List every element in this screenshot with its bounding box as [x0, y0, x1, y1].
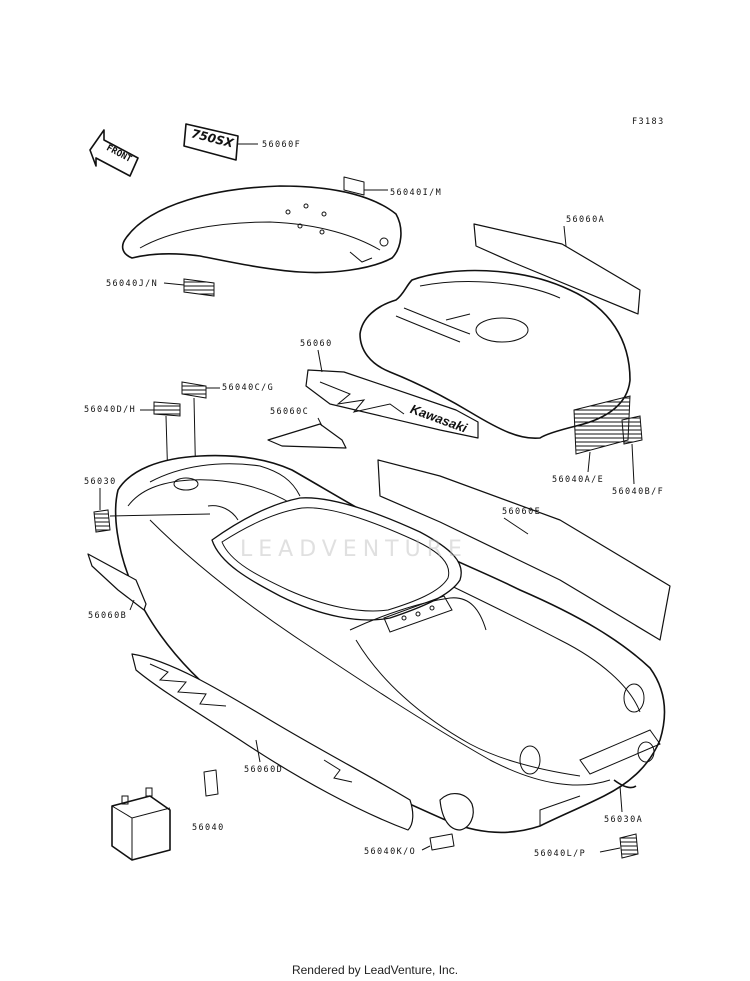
label-56060e: 56060E — [502, 507, 541, 517]
label-sticker-56040jn — [183, 278, 215, 297]
main-hull — [114, 454, 666, 834]
label-sticker-56030 — [93, 509, 111, 533]
label-56060c: 56060C — [270, 407, 309, 417]
decal-56060e — [377, 459, 671, 641]
engine-hood — [121, 185, 402, 274]
decal-56060c — [267, 423, 347, 449]
figure-code: F3183 — [632, 117, 665, 127]
label-56040dh: 56040D/H — [84, 405, 136, 415]
decal-56060d — [131, 653, 414, 831]
front-arrow-icon: FRONT — [89, 129, 139, 177]
part-56030a — [613, 779, 637, 789]
battery-icon — [111, 787, 171, 861]
label-56040lp: 56040L/P — [534, 849, 586, 859]
footer-credit: Rendered by LeadVenture, Inc. — [291, 963, 459, 977]
label-sticker-56040 — [203, 769, 219, 797]
label-56040jn: 56040J/N — [106, 279, 158, 289]
label-56040ko: 56040K/O — [364, 847, 416, 857]
label-56030: 56030 — [84, 477, 117, 487]
label-56040bf: 56040B/F — [612, 487, 664, 497]
label-sticker-56040ko — [429, 793, 474, 851]
decal-56060f: 750SX — [183, 123, 239, 161]
label-56040: 56040 — [192, 823, 225, 833]
label-56060d: 56060D — [244, 765, 283, 775]
label-sticker-56040cg — [181, 381, 207, 399]
label-56040ae: 56040A/E — [552, 475, 604, 485]
label-56030a: 56030A — [604, 815, 643, 825]
label-56040cg: 56040C/G — [222, 383, 274, 393]
label-56040im: 56040I/M — [390, 188, 442, 198]
decal-56060b — [87, 553, 147, 611]
label-56060a: 56060A — [566, 215, 605, 225]
label-56060b: 56060B — [88, 611, 127, 621]
label-56060: 56060 — [300, 339, 333, 349]
label-56060f: 56060F — [262, 140, 301, 150]
engine-cover — [359, 269, 631, 440]
label-sticker-56040bf — [621, 415, 643, 445]
watermark: LEADVENTURE — [240, 537, 468, 562]
decal-56060a — [473, 223, 641, 315]
label-sticker-56040dh — [153, 401, 181, 417]
label-sticker-56040im — [343, 176, 365, 196]
label-sticker-56040lp — [619, 833, 639, 859]
